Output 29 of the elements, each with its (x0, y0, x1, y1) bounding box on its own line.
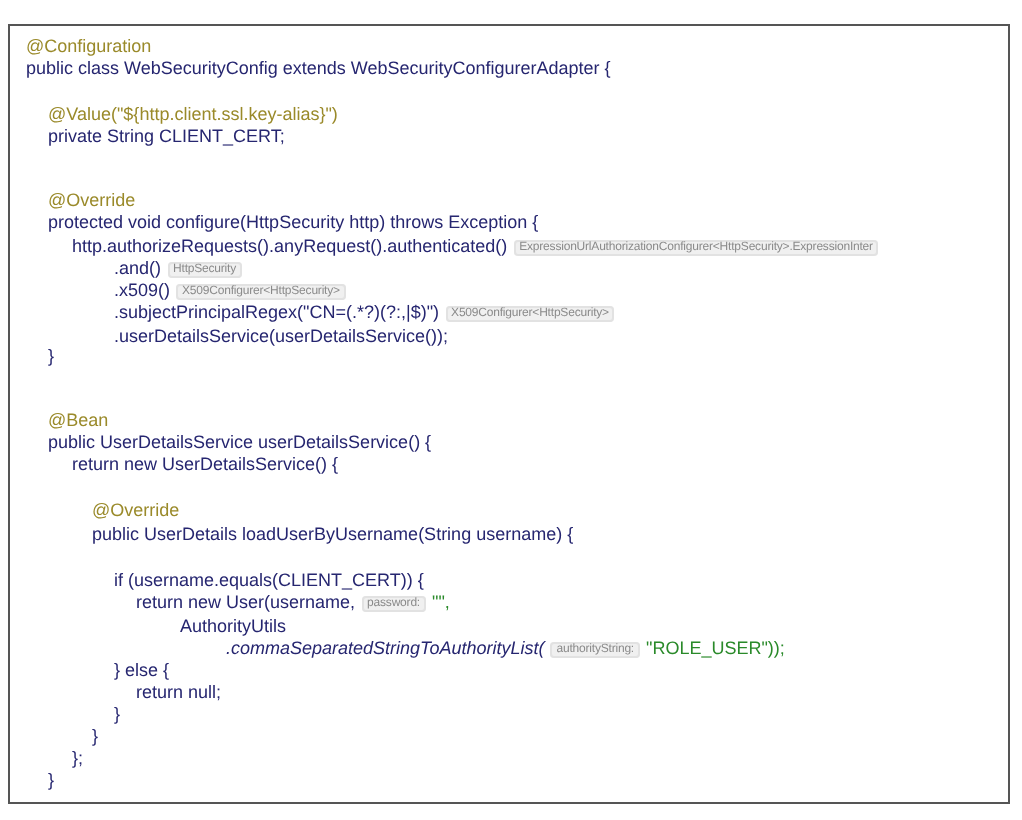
code-text: } else { (114, 660, 170, 680)
code-text: return new UserDetailsService() { (72, 454, 339, 474)
code-text: .subjectPrincipalRegex("CN=(.*?)(?:,|$)") (114, 302, 440, 322)
annotation-text: @Configuration (26, 36, 152, 56)
annotation-text: @Override (48, 190, 136, 210)
code-text: public class WebSecurityConfig extends WebSecurityConfigurerAdapter { (26, 58, 611, 78)
code-text: public UserDetailsService userDetailsService() { (48, 432, 432, 452)
code-text: public UserDetails loadUserByUsername(String username) { (92, 524, 574, 544)
code-text: .and() (114, 258, 162, 278)
code-text: .userDetailsService(userDetailsService()); (114, 326, 449, 346)
code-text: return null; (136, 682, 222, 702)
annotation-text: @Value("${http.client.ssl.key-alias}") (48, 104, 338, 124)
string-literal: "", (432, 592, 450, 612)
string-literal: "ROLE_USER")); (646, 638, 785, 658)
code-text: }; (72, 748, 84, 768)
code-text: } (114, 704, 121, 724)
code-text: .x509() (114, 280, 171, 300)
code-text: } (48, 770, 55, 790)
annotation-text: @Override (92, 500, 180, 520)
code-text: private String CLIENT_CERT; (48, 126, 285, 146)
code-text: } (48, 346, 55, 366)
code-text: if (username.equals(CLIENT_CERT)) { (114, 570, 424, 590)
code-text: protected void configure(HttpSecurity http) throws Exception { (48, 212, 539, 232)
annotation-text: @Bean (48, 410, 109, 430)
code-text: .commaSeparatedStringToAuthorityList( (226, 638, 545, 658)
code-text: } (92, 726, 99, 746)
code-text: return new User(username, (136, 592, 356, 612)
code-text: AuthorityUtils (180, 616, 287, 636)
code-text: http.authorizeRequests().anyRequest().authenticated() (72, 236, 508, 256)
